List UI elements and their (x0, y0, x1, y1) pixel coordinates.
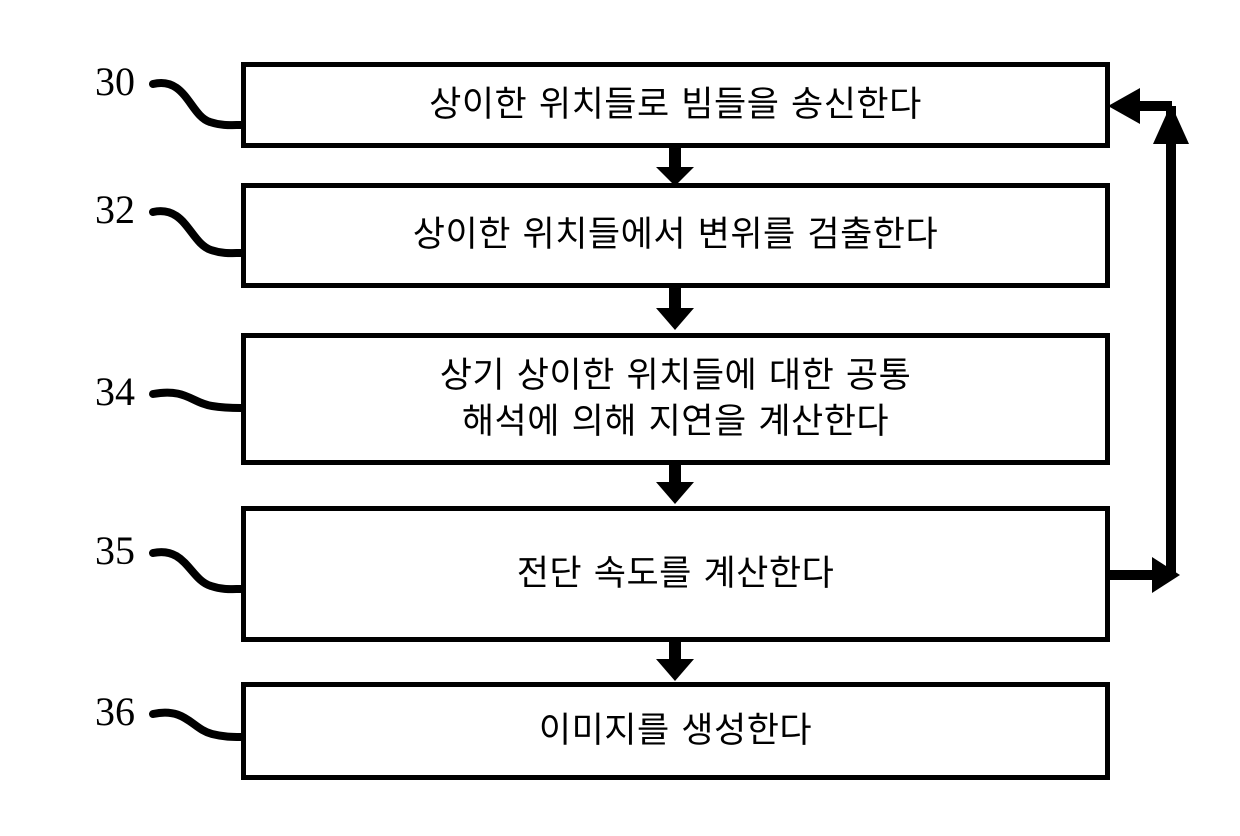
process-box-36-label: 이미지를 생성한다 (538, 710, 813, 751)
down-arrow-32-to-34 (656, 288, 694, 330)
process-box-36[interactable]: 이미지를 생성한다 (241, 682, 1110, 780)
feedback-loop-35-to-30 (1108, 88, 1189, 593)
ref-number-32: 32 (95, 187, 135, 232)
ref-number-36: 36 (95, 689, 135, 734)
down-arrow-35-to-36 (656, 642, 694, 681)
process-box-35-label: 전단 속도를 계산한다 (516, 553, 835, 594)
ref-number-30: 30 (95, 59, 135, 104)
process-box-32-label: 상이한 위치들에서 변위를 검출한다 (412, 215, 939, 256)
lead-line-32 (149, 207, 245, 258)
ref-number-34: 34 (95, 369, 135, 414)
process-box-34[interactable]: 상기 상이한 위치들에 대한 공통 해석에 의해 지연을 계산한다 (241, 333, 1110, 465)
down-arrow-30-to-32 (656, 148, 694, 186)
process-box-30-label: 상이한 위치들로 빔들을 송신한다 (429, 84, 922, 125)
process-box-32[interactable]: 상이한 위치들에서 변위를 검출한다 (241, 183, 1110, 288)
lead-line-34 (149, 388, 245, 412)
ref-number-35: 35 (95, 528, 135, 573)
process-box-34-label: 상기 상이한 위치들에 대한 공통 해석에 의해 지연을 계산한다 (439, 355, 912, 442)
lead-line-35 (149, 548, 245, 594)
process-box-30[interactable]: 상이한 위치들로 빔들을 송신한다 (241, 62, 1110, 148)
down-arrow-34-to-35 (656, 465, 694, 504)
lead-line-30 (149, 78, 245, 130)
process-box-35[interactable]: 전단 속도를 계산한다 (241, 506, 1110, 642)
lead-lines (149, 78, 245, 741)
lead-line-36 (149, 708, 245, 741)
